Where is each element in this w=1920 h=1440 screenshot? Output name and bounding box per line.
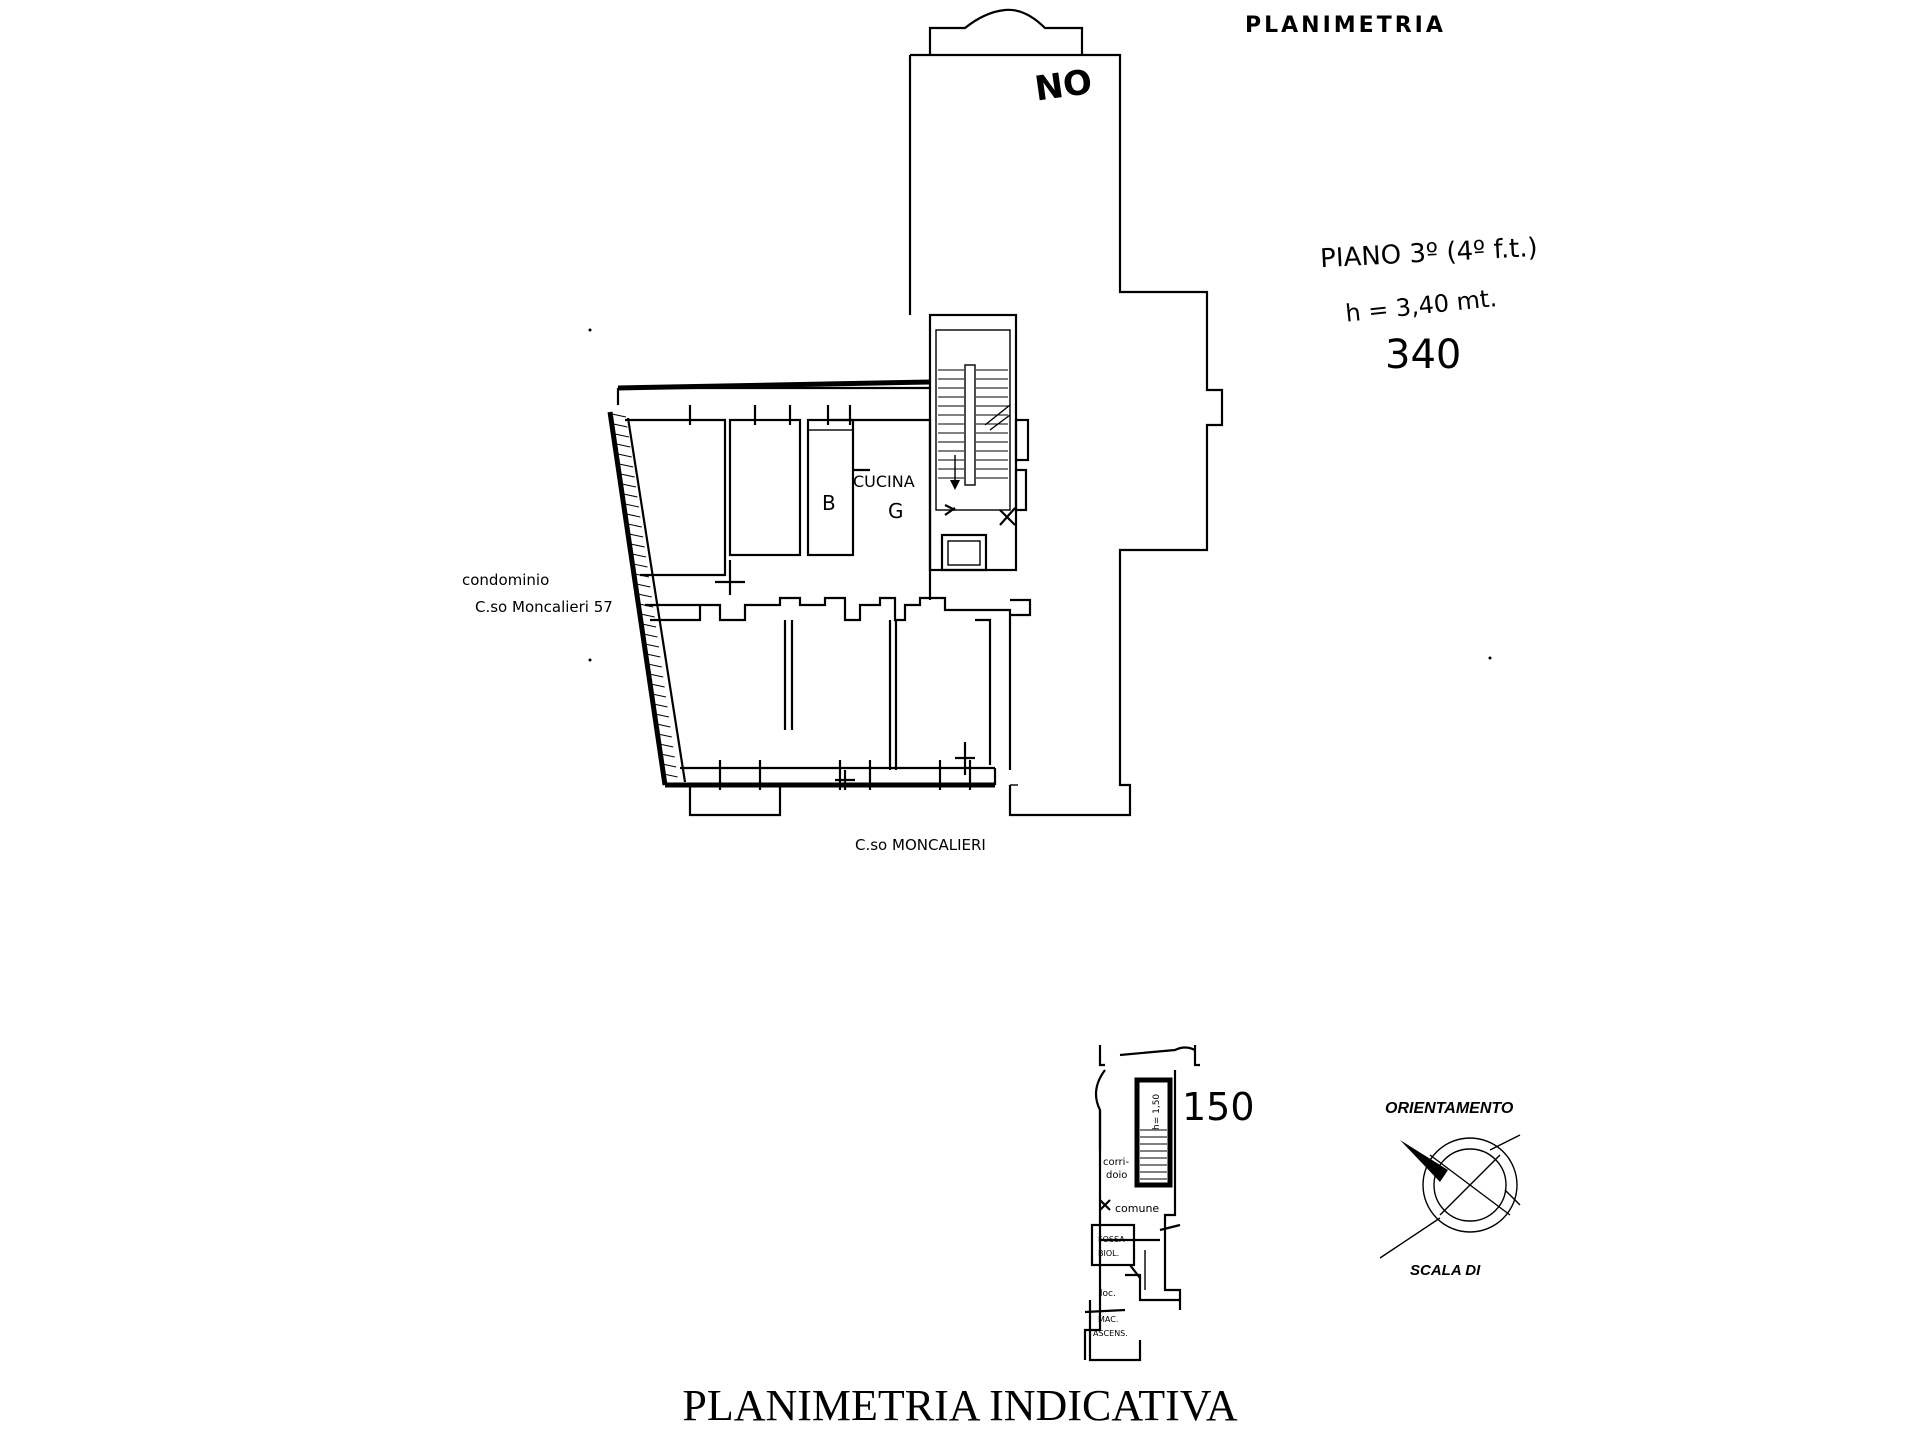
drawing-line: [633, 563, 648, 568]
height-label: h = 3,40 mt.: [1344, 284, 1498, 328]
drawing-line: [660, 753, 675, 758]
drawing-line: [619, 463, 634, 468]
drawing-line: [616, 443, 631, 448]
cellar-common: comune: [1115, 1202, 1159, 1215]
drawing-line: [656, 723, 671, 728]
drawing-line: [649, 673, 664, 678]
cellar-fossa-2: BIOL.: [1098, 1249, 1119, 1258]
legend-scale-label: SCALA DI: [1410, 1262, 1481, 1279]
footer-caption: PLANIMETRIA INDICATIVA: [682, 1381, 1238, 1430]
drawing-line: [663, 773, 678, 778]
cellar-mac-1: MAC.: [1098, 1315, 1118, 1324]
cellar-plan: [1083, 1045, 1200, 1362]
drawing-line: [636, 583, 651, 588]
drawing-line: [637, 593, 652, 598]
room-label-bathroom: B: [822, 491, 836, 515]
building-wing: [908, 8, 1224, 817]
cellar-corridor-1: corri-: [1103, 1157, 1129, 1168]
drawing-line: [654, 713, 670, 718]
drawing-line: [613, 423, 628, 428]
drawing-line: [641, 623, 657, 628]
drawing-line: [626, 513, 641, 518]
drawing-line: [621, 483, 637, 488]
drawing-line: [647, 663, 662, 668]
orientation-mark: NO: [1032, 62, 1094, 110]
stairwell: [928, 313, 1030, 572]
drawing-line: [624, 503, 639, 508]
drawing-line: [643, 633, 658, 638]
legend-orientation-label: ORIENTAMENTO: [1385, 1100, 1514, 1117]
drawing-line: [650, 683, 665, 688]
drawing-line: [652, 693, 667, 698]
street-label: C.so MONCALIERI: [855, 836, 986, 854]
apartment-outline: [607, 379, 1032, 817]
drawing-line: [627, 523, 642, 528]
drawing-line: [617, 453, 632, 458]
drawing-line: [662, 763, 677, 768]
drawing-line: [611, 413, 627, 418]
cellar-loc: loc.: [1100, 1289, 1116, 1299]
drawing-line: [653, 703, 668, 708]
cellar-height-small: h= 1,50: [1152, 1094, 1162, 1130]
drawing-line: [640, 613, 655, 618]
drawing-line: [644, 643, 660, 648]
apartment-rooms-top: [625, 405, 932, 600]
neighbour-line-1: condominio: [462, 571, 549, 589]
neighbour-line-2: C.so Moncalieri 57: [475, 598, 613, 616]
room-label-kitchen: CUCINA: [853, 472, 915, 491]
room-label-g: G: [888, 499, 904, 523]
drawing-line: [657, 733, 672, 738]
drawing-line: [614, 433, 629, 438]
drawing-line: [620, 473, 635, 478]
cellar-fossa-1: FOSSA: [1098, 1235, 1125, 1244]
apartment-corridor: [645, 596, 1012, 790]
cellar-corridor-2: doio: [1106, 1170, 1127, 1181]
drawing-line: [630, 543, 645, 548]
drawing-line: [629, 533, 644, 538]
cellar-mac-2: ASCENS.: [1093, 1329, 1128, 1338]
cellar-height-value: 150: [1182, 1085, 1255, 1129]
drawing-line: [659, 743, 674, 748]
drawing-line: [646, 653, 661, 658]
floor-label: PIANO 3º (4º f.t.): [1319, 233, 1538, 274]
compass-icon: [1379, 1134, 1521, 1259]
height-value: 340: [1385, 332, 1461, 378]
drawing-line: [623, 493, 638, 498]
drawing-line: [631, 553, 647, 558]
header-title: PLANIMETRIA: [1245, 13, 1446, 38]
